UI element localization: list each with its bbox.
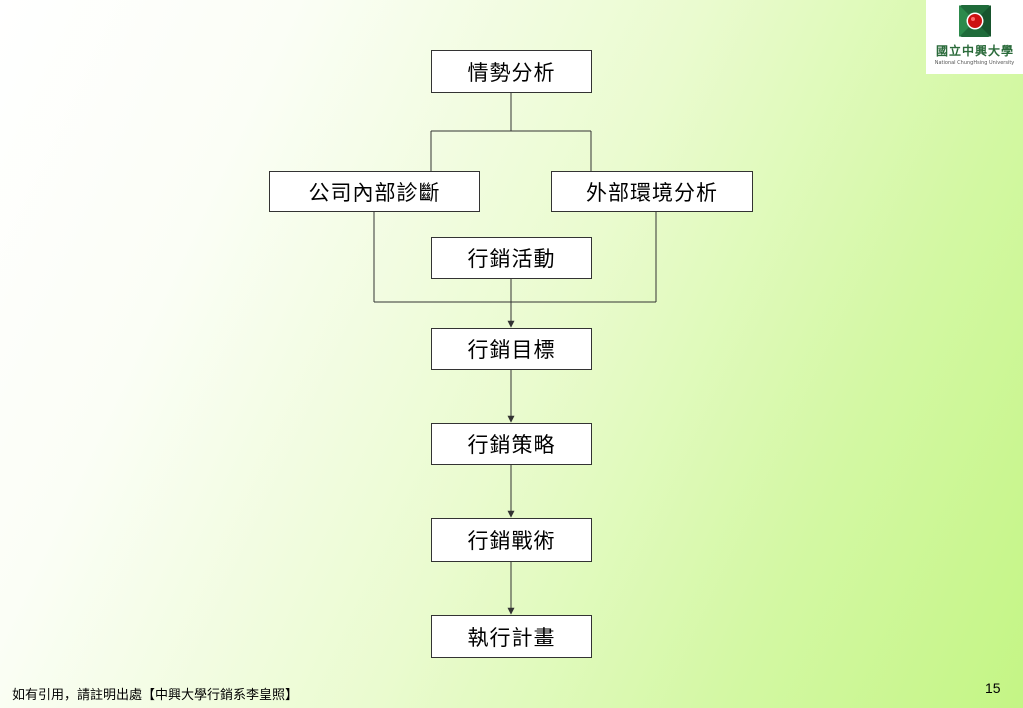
box-external-analysis: 外部環境分析	[551, 171, 753, 212]
box-marketing-strategy: 行銷策略	[431, 423, 592, 465]
footer-citation: 如有引用，請註明出處【中興大學行銷系李皇照】	[12, 688, 299, 703]
university-logo: 國立中興大學 National ChungHsing University	[926, 0, 1023, 74]
university-emblem-icon	[959, 5, 991, 37]
box-marketing-activities: 行銷活動	[431, 237, 592, 279]
university-name-zh: 國立中興大學	[935, 44, 1014, 58]
box-marketing-objectives: 行銷目標	[431, 328, 592, 370]
university-name-en: National ChungHsing University	[934, 60, 1015, 66]
box-situation-analysis: 情勢分析	[431, 50, 592, 93]
box-internal-diagnosis: 公司內部診斷	[269, 171, 480, 212]
page-number: 15	[985, 680, 1001, 696]
box-marketing-tactics: 行銷戰術	[431, 518, 592, 562]
box-action-plan: 執行計畫	[431, 615, 592, 658]
